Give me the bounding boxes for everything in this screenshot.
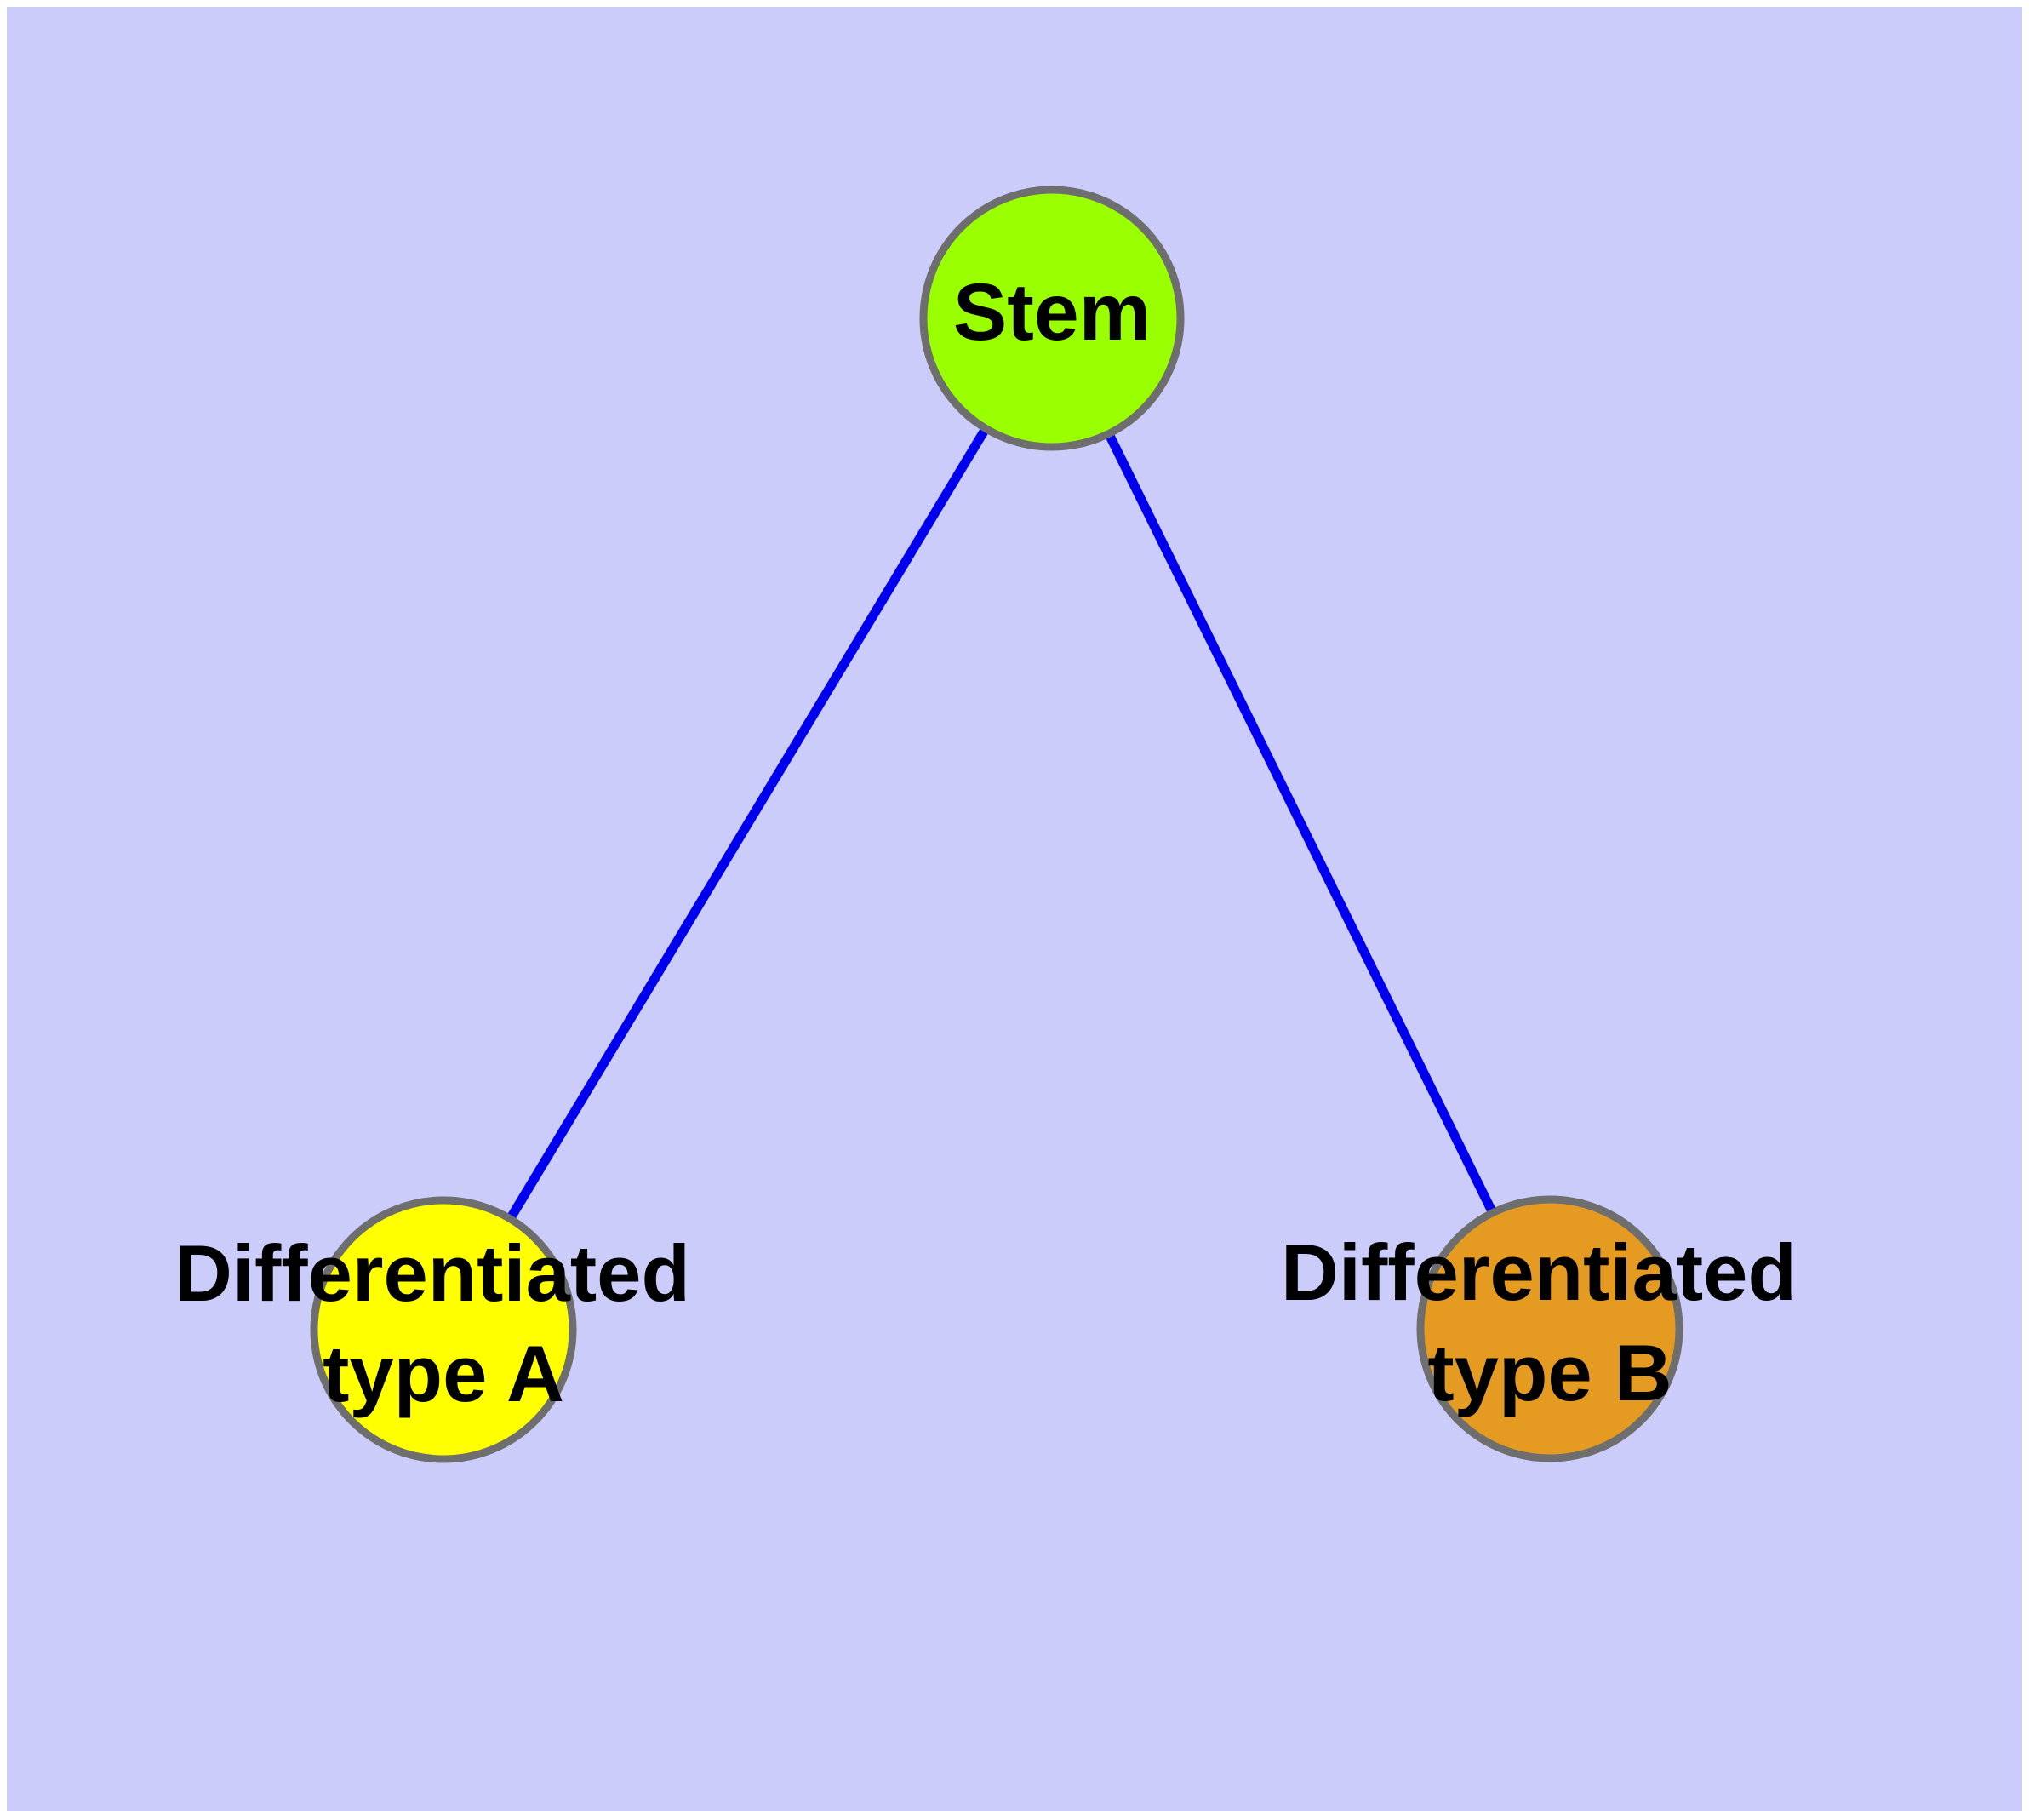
node-stem-label-line-1: Stem [953,267,1151,358]
edge-stem-to-differentiated-type-a[interactable] [504,423,992,1225]
node-differentiated-type-a-label-line-1: Differentiated [174,1228,690,1318]
node-differentiated-type-a[interactable] [310,1196,577,1463]
node-differentiated-type-b-label: Differentiated type B [1281,1228,1819,1417]
node-stem[interactable] [919,186,1185,451]
node-differentiated-type-b-label-line-1: Differentiated [1281,1228,1797,1317]
labels-layer: Stem Differentiated type A Differentiate… [174,267,1819,1418]
node-differentiated-type-b-circle[interactable] [1416,1195,1683,1462]
edges-layer [504,423,1499,1225]
node-stem-circle[interactable] [919,186,1185,451]
nodes-layer [310,186,1683,1463]
node-differentiated-type-b-label-line-2: type B [1427,1328,1672,1417]
node-differentiated-type-b[interactable] [1416,1195,1683,1462]
edge-stem-to-differentiated-type-b[interactable] [1103,428,1499,1218]
node-differentiated-type-a-label: Differentiated type A [174,1228,712,1418]
node-differentiated-type-a-label-line-2: type A [323,1329,564,1418]
node-stem-label: Stem [953,267,1151,358]
node-differentiated-type-a-circle[interactable] [310,1196,577,1463]
